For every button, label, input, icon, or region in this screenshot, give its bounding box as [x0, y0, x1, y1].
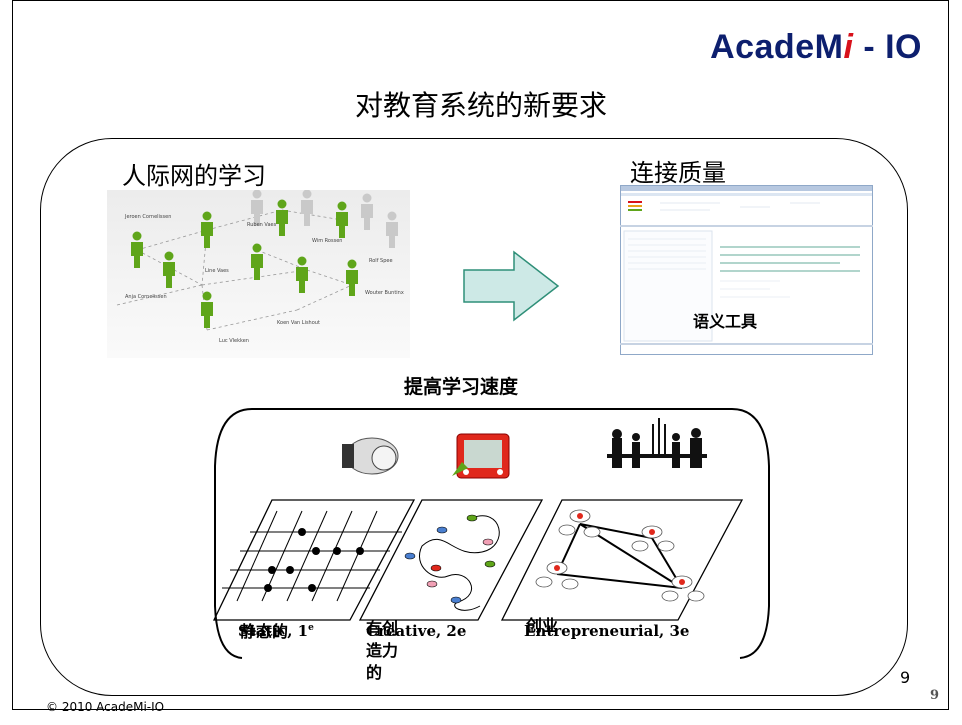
net-name-4: Rolf Spee: [369, 258, 393, 264]
stage-creative-cn: 有创造力的: [366, 619, 399, 682]
net-name-2: Ruben Vaes: [247, 222, 277, 228]
net-name-9: Luc Vlekken: [219, 338, 249, 344]
stage-entrepreneurial-en: Entrepreneurial, 3e: [524, 622, 690, 640]
stage-static-sup: e: [308, 623, 314, 633]
net-name-1: Jeroen Cornelissen: [124, 214, 171, 220]
net-name-6: Anja Cornelissen: [125, 294, 167, 300]
page-title: 对教育系统的新要求: [354, 89, 607, 122]
gear-device-icon: [342, 437, 399, 475]
academi-io-logo: AcadeMi - IO: [710, 28, 922, 67]
stages-panel: [212, 406, 772, 661]
network-learning-heading: 人际网的学习: [122, 162, 266, 190]
creative-network-diagram: [358, 499, 544, 621]
net-name-3: Wim Rossen: [312, 238, 342, 244]
stage-creative-en: Creative, 2e: [366, 622, 467, 640]
stage-entrepreneurial-cn: 创业: [526, 616, 559, 635]
stage-static-en: Static, 1e: [238, 622, 314, 640]
net-name-7: Wouter Buntinx: [365, 290, 404, 296]
page-number: 9: [900, 668, 911, 687]
sketch-toy-icon: [452, 433, 510, 479]
learning-speed-subheading: 提高学习速度: [403, 376, 518, 398]
logo-suffix: - IO: [853, 28, 922, 66]
semantic-tool-label: 语义工具: [693, 312, 758, 331]
stage-static-cn: 静态的: [240, 622, 289, 641]
entrepreneurial-network-diagram: [500, 499, 744, 621]
content-panel: [40, 138, 908, 696]
slide-frame: [12, 0, 949, 710]
dinner-table-icon: [607, 418, 707, 468]
static-grid-diagram: [212, 499, 416, 621]
semantic-tool-screenshot: [620, 185, 873, 355]
net-name-8: Koen Van Lishout: [277, 320, 320, 326]
people-network-image: Jeroen Cornelissen Ruben Vaes Wim Rossen…: [107, 190, 410, 358]
copyright-notice: © 2010 AcadeMi-IO: [46, 700, 165, 714]
logo-main: AcadeM: [710, 28, 844, 66]
right-arrow-icon: [463, 250, 560, 322]
net-name-5: Line Vaes: [205, 268, 229, 274]
connection-quality-heading: 连接质量: [630, 159, 726, 187]
stage-static-en-text: Static, 1: [238, 622, 309, 640]
page-number-small: 9: [930, 688, 940, 703]
logo-accent: i: [843, 28, 854, 66]
